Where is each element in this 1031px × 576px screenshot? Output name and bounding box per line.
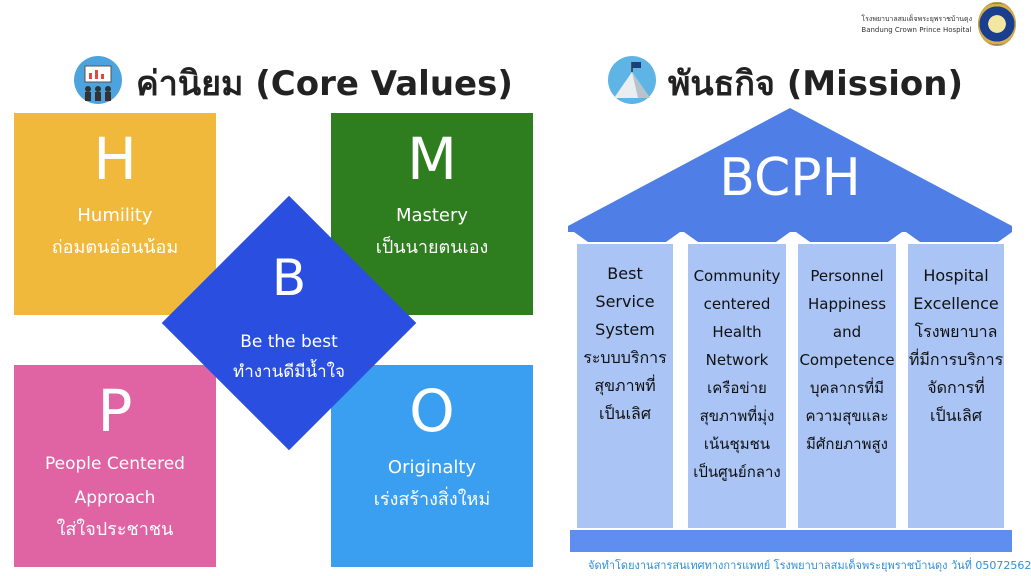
pillar-line: มีศักยภาพสูง xyxy=(806,435,888,453)
value-thai: เป็นนายตนเอง xyxy=(375,237,489,258)
pillar-line: โรงพยาบาล xyxy=(914,322,998,341)
pillar-line: Network xyxy=(705,351,769,369)
pillar-line: ความสุขและ xyxy=(805,407,889,425)
hospital-name: โรงพยาบาลสมเด็จพระยุพราชบ้านดุง Bandung … xyxy=(861,14,972,36)
value-thai: ถ่อมตนอ่อนน้อม xyxy=(51,237,179,258)
pillar-line: เครือข่าย xyxy=(707,379,767,397)
pillar-line: ที่มีการบริการ xyxy=(908,350,1004,369)
value-letter: M xyxy=(406,125,458,193)
temple-roof xyxy=(568,108,1012,226)
temple-base xyxy=(570,530,1012,552)
mission-title: พันธกิจ (Mission) xyxy=(668,64,964,104)
value-letter: P xyxy=(97,377,133,445)
hospital-name-th: โรงพยาบาลสมเด็จพระยุพราชบ้านดุง xyxy=(861,15,972,23)
pillar-line: เป็นเลิศ xyxy=(930,406,982,425)
value-english: Humility xyxy=(77,205,153,226)
value-tile-o: O Originalty เร่งสร้างสิ่งใหม่ xyxy=(331,365,533,567)
mission-pillar-4: Hospital Excellence โรงพยาบาล ที่มีการบร… xyxy=(908,244,1004,528)
value-english: Originalty xyxy=(387,457,477,478)
value-english-line2: Approach xyxy=(74,488,156,508)
value-thai: เร่งสร้างสิ่งใหม่ xyxy=(373,489,491,510)
pillar-line: เน้นชุมชน xyxy=(703,435,771,453)
pillar-line: สุขภาพที่ xyxy=(594,376,656,395)
core-values-title: ค่านิยม (Core Values) xyxy=(136,64,513,104)
pillar-line: สุขภาพที่มุ่ง xyxy=(699,407,775,425)
temple-beam xyxy=(568,226,1012,232)
mission-pillar-1: Best Service System ระบบบริการ สุขภาพที่… xyxy=(577,244,673,528)
pillar-line: and xyxy=(832,323,862,341)
pillar-line: จัดการที่ xyxy=(927,378,985,397)
pillar-line: Health xyxy=(712,323,762,341)
pillar-line: System xyxy=(595,320,655,339)
value-tile-p: P People Centered Approach ใส่ใจประชาชน xyxy=(14,365,216,567)
mission-temple-graphic xyxy=(568,108,1012,552)
pillar-line: Competence xyxy=(799,351,895,369)
mission-roof-label: BCPH xyxy=(719,148,861,208)
value-english: Mastery xyxy=(395,205,469,226)
mission-pillar-3: Personnel Happiness and Competence บุคลา… xyxy=(798,244,896,528)
pillar-line: Service xyxy=(595,292,655,311)
value-diamond-b: B Be the best ทำงานดีมีน้ำใจ xyxy=(161,195,417,451)
pillar-line: Best xyxy=(607,264,643,283)
pillar-line: centered xyxy=(703,295,771,313)
value-thai: ใส่ใจประชาชน xyxy=(56,519,174,540)
value-thai: ทำงานดีมีน้ำใจ xyxy=(233,362,345,382)
footer-note: จัดทำโดยงานสารสนเทศทางการแพทย์ โรงพยาบาล… xyxy=(588,559,1031,572)
value-tile-h: H Humility ถ่อมตนอ่อนน้อม xyxy=(14,113,216,315)
pillar-line: Excellence xyxy=(913,294,999,313)
value-english: Be the best xyxy=(240,332,338,352)
pillar-line: Personnel xyxy=(810,267,884,285)
mission-pillar-2: Community centered Health Network เครือข… xyxy=(688,244,786,528)
value-letter: O xyxy=(409,377,455,445)
value-letter: H xyxy=(93,125,137,193)
pillar-line: Hospital xyxy=(923,266,989,285)
pillar-line: Happiness xyxy=(807,295,887,313)
mountain-flag-icon xyxy=(608,56,656,104)
value-english: People Centered xyxy=(45,454,185,474)
presentation-icon xyxy=(74,56,122,104)
pillar-line: เป็นศูนย์กลาง xyxy=(693,463,781,481)
pillar-line: บุคลากรที่มี xyxy=(809,379,885,397)
value-letter: B xyxy=(271,249,307,307)
pillar-line: Community xyxy=(693,267,781,285)
pillar-line: เป็นเลิศ xyxy=(599,404,651,423)
pillar-line: ระบบบริการ xyxy=(583,348,667,367)
hospital-seal-logo xyxy=(978,2,1016,46)
hospital-name-en: Bandung Crown Prince Hospital xyxy=(861,26,972,34)
